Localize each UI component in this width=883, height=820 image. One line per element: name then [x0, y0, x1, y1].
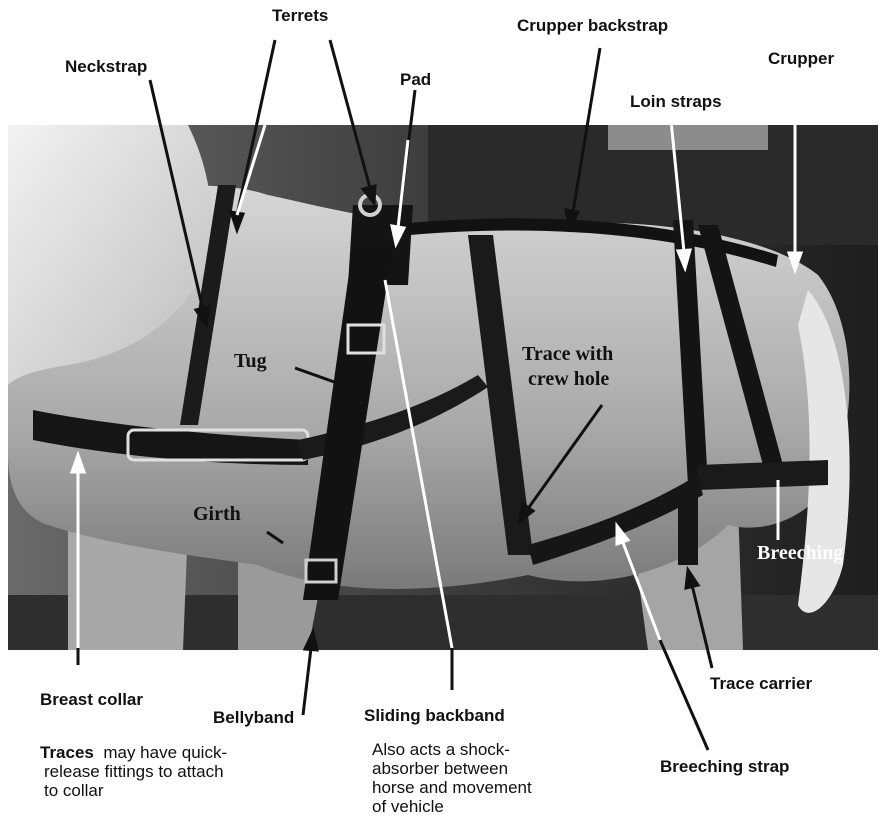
- note-backband-line4: of vehicle: [372, 797, 532, 816]
- label-girth: Girth: [193, 503, 241, 526]
- label-terrets: Terrets: [272, 6, 328, 26]
- label-pad: Pad: [400, 70, 431, 90]
- note-backband-line3: horse and movement: [372, 778, 532, 797]
- label-breeching: Breeching: [757, 542, 843, 565]
- label-trace-with-crew-hole-1: Trace with: [522, 343, 613, 366]
- note-traces-bold: Traces: [40, 743, 94, 762]
- note-traces: Traces may have quick- release fittings …: [40, 743, 227, 800]
- note-backband: Also acts a shock- absorber between hors…: [372, 740, 532, 816]
- label-trace-with-crew-hole-2: crew hole: [528, 368, 609, 391]
- label-crupper-backstrap: Crupper backstrap: [517, 16, 668, 36]
- note-backband-line1: Also acts a shock-: [372, 740, 532, 759]
- breeching-strap-shape: [698, 460, 828, 490]
- note-traces-line3: to collar: [40, 781, 227, 800]
- note-traces-rest: may have quick-: [103, 743, 227, 762]
- label-breast-collar: Breast collar: [40, 690, 143, 710]
- label-bellyband: Bellyband: [213, 708, 294, 728]
- trace-carrier-shape: [678, 495, 698, 565]
- label-trace-carrier: Trace carrier: [710, 674, 812, 694]
- label-crupper: Crupper: [768, 49, 834, 69]
- label-loin-straps: Loin straps: [630, 92, 722, 112]
- label-breeching-strap: Breeching strap: [660, 757, 789, 777]
- label-tug: Tug: [234, 350, 267, 373]
- note-traces-line2: release fittings to attach: [40, 762, 227, 781]
- label-neckstrap: Neckstrap: [65, 57, 147, 77]
- label-sliding-backband: Sliding backband: [364, 706, 505, 726]
- harness-photo: [8, 125, 878, 650]
- note-backband-line2: absorber between: [372, 759, 532, 778]
